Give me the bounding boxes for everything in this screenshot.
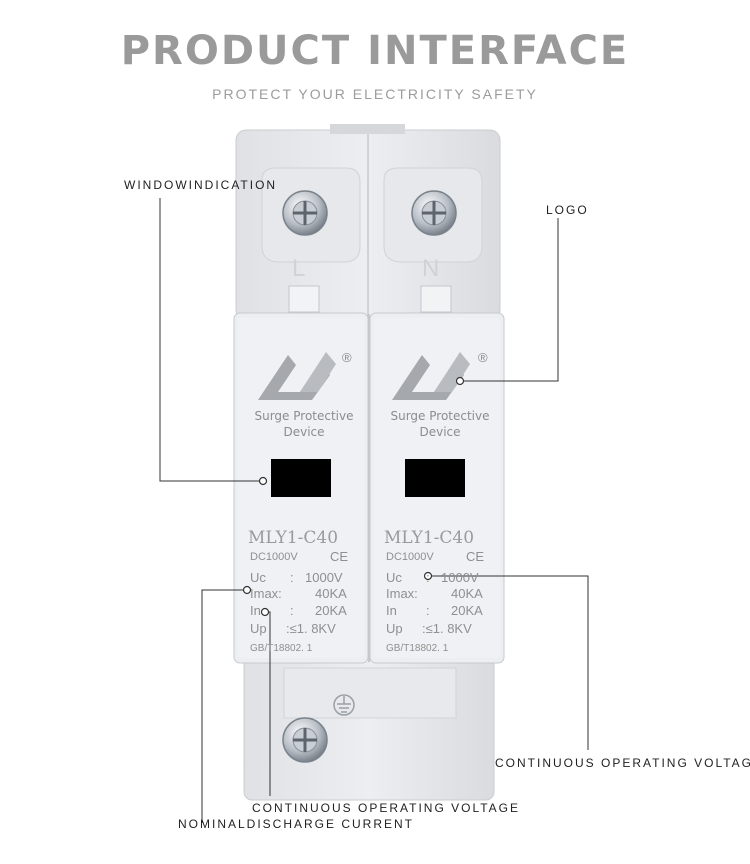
callout-nominal-discharge: NOMINALDISCHARGE CURRENT [178,817,415,831]
ground-icon [333,694,355,716]
ce-mark: CE [330,549,349,564]
brand-logo-icon [258,352,336,400]
uc-sep: : [426,570,430,585]
screw-icon [282,717,328,763]
registered-mark: ® [342,350,352,365]
ce-mark: CE [466,549,485,564]
page-subtitle: PROTECT YOUR ELECTRICITY SAFETY [212,86,538,102]
standard-code: GB/T18802. 1 [386,643,449,654]
up-label: Up [250,621,267,636]
dc-rating: DC1000V [386,551,434,563]
callout-window-indication: WINDOWINDICATION [124,178,278,192]
registered-mark: ® [478,350,488,365]
screw-icon [411,190,457,236]
model-number: MLY1-C40 [384,528,475,548]
device-name: Surge Protective Device [390,409,490,439]
page-title: PRODUCT INTERFACE [120,28,630,74]
terminal-label-n: N [422,255,440,282]
uc-value: 1000V [441,570,479,585]
in-sep: : [290,603,294,618]
imax-value: 40KA [451,586,483,601]
imax-label: Imax: [250,586,282,601]
uc-label: Uc [386,570,402,585]
callout-logo: LOGO [546,203,589,217]
in-value: 20KA [315,603,347,618]
device-name: Surge Protective Device [254,409,354,439]
in-label: In [386,603,397,618]
up-value: :≤1. 8KV [286,621,336,636]
imax-label: Imax: [386,586,418,601]
uc-sep: : [290,570,294,585]
uc-value: 1000V [305,570,343,585]
module-left [233,312,369,664]
uc-label: Uc [250,570,266,585]
callout-continuous-voltage-bottom: CONTINUOUS OPERATING VOLTAGE [252,801,521,815]
imax-value: 40KA [315,586,347,601]
terminal-label-l: L [292,255,306,282]
dc-rating: DC1000V [250,551,298,563]
screw-icon [282,190,328,236]
callout-continuous-voltage-right: CONTINUOUS OPERATING VOLTAGE [495,756,750,770]
in-sep: : [426,603,430,618]
window-indicator [405,459,465,497]
model-number: MLY1-C40 [248,528,339,548]
in-value: 20KA [451,603,483,618]
window-indicator [271,459,331,497]
in-label: In [250,603,261,618]
up-value: :≤1. 8KV [422,621,472,636]
standard-code: GB/T18802. 1 [250,643,313,654]
up-label: Up [386,621,403,636]
brand-logo-icon [392,352,470,400]
